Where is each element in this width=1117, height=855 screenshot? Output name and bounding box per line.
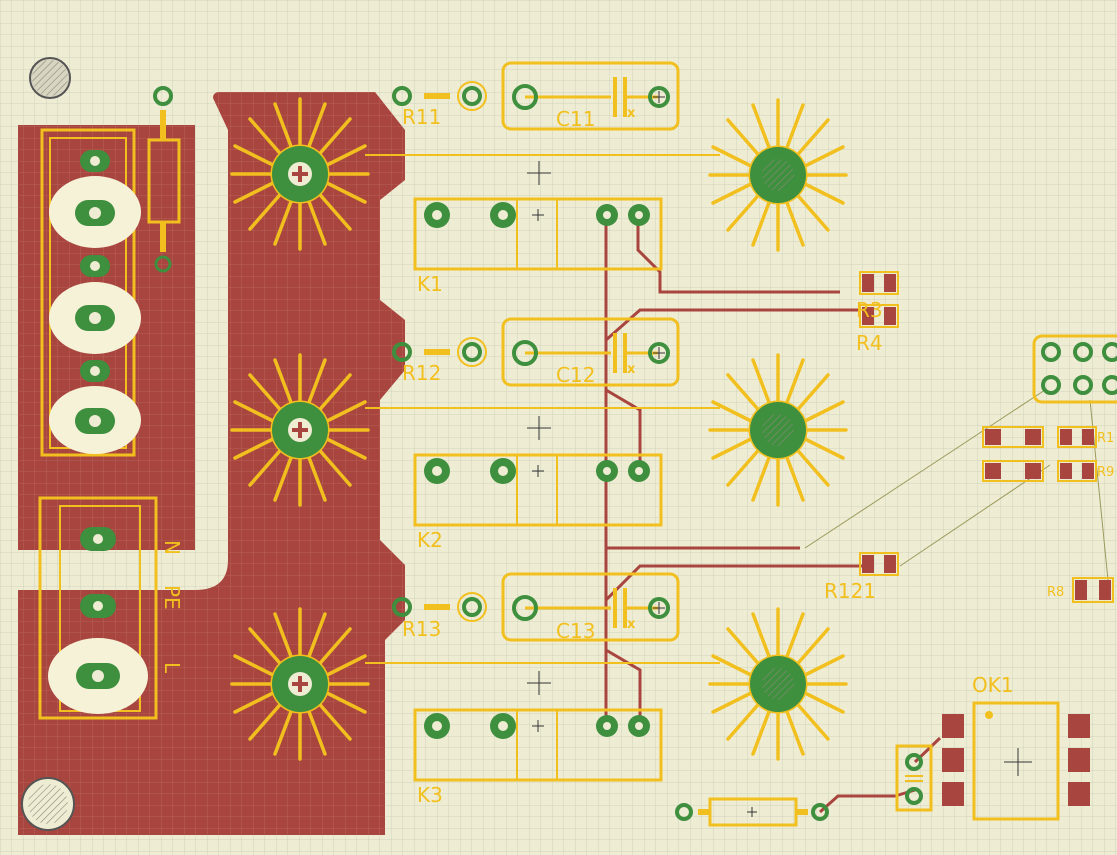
label-r8: R8: [1047, 585, 1064, 600]
capacitor-small[interactable]: [895, 744, 933, 812]
resistor-bottom[interactable]: [675, 797, 829, 827]
label-c12: C12: [556, 363, 595, 387]
label-c13: C13: [556, 619, 595, 643]
smd-resistor-r4[interactable]: [859, 304, 899, 328]
smd-resistor-r9[interactable]: [982, 460, 1097, 482]
mounting-hole-bottom[interactable]: [21, 777, 75, 831]
terminal-block-mains[interactable]: [38, 496, 158, 720]
smd-resistor-r121[interactable]: [859, 552, 899, 576]
label-c11: C11: [556, 107, 595, 131]
label-k1: K1: [417, 272, 443, 296]
label-r11: R11: [402, 105, 441, 129]
terminal-block-main[interactable]: [40, 128, 141, 457]
label-k3: K3: [417, 783, 443, 807]
mounting-hole-top[interactable]: [29, 57, 71, 99]
heatsink-right-2[interactable]: [708, 353, 848, 507]
label-r3: R3: [856, 298, 883, 322]
label-r12: R12: [402, 361, 441, 385]
label-ok1: OK1: [972, 673, 1014, 697]
origin-markers: [527, 161, 551, 695]
label-r9: R9: [1097, 465, 1114, 480]
label-r13: R13: [402, 617, 441, 641]
resistor-vertical[interactable]: [147, 86, 181, 273]
optocoupler-ok1[interactable]: [942, 701, 1090, 821]
smd-resistor-r8[interactable]: [1072, 577, 1114, 603]
pin-header[interactable]: [1032, 334, 1117, 404]
component-outline: [365, 154, 720, 664]
heatsink-left-1[interactable]: [230, 97, 370, 251]
smd-resistor-r1[interactable]: [982, 426, 1097, 448]
label-r4: R4: [856, 331, 883, 355]
smd-resistor-r3[interactable]: [859, 271, 899, 295]
heatsink-left-3[interactable]: [230, 607, 370, 761]
heatsink-right-3[interactable]: [708, 607, 848, 761]
terminal-label-pe: PE: [160, 585, 184, 610]
label-k2: K2: [417, 528, 443, 552]
heatsink-left-2[interactable]: [230, 353, 370, 507]
terminal-label-l: L: [160, 662, 184, 674]
heatsink-right-1[interactable]: [708, 98, 848, 252]
label-r1: R1: [1097, 431, 1114, 446]
terminal-label-n: N: [160, 540, 184, 555]
label-r121: R121: [824, 579, 876, 603]
